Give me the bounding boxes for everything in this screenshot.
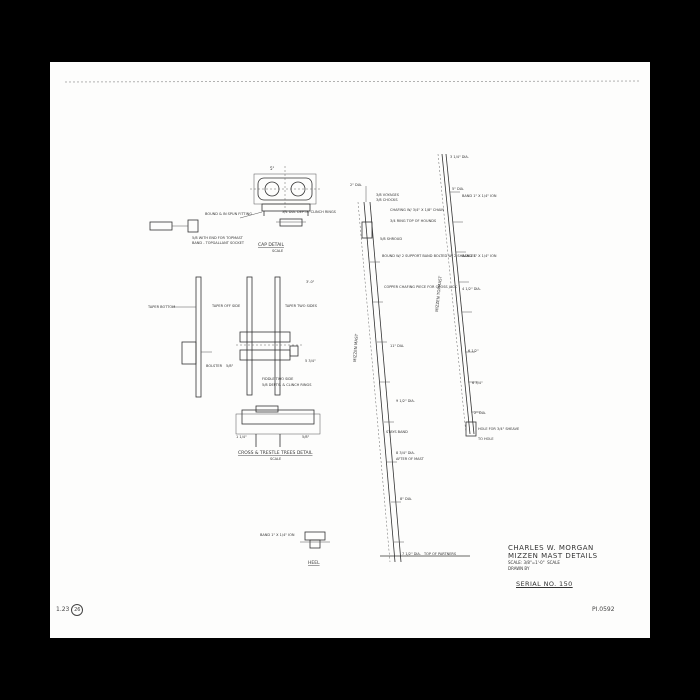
mast-dia-1: 11" DIA. (390, 344, 404, 348)
bolster-dim: 5/8" (226, 364, 234, 368)
sheet-number-text: 1.23 (56, 606, 70, 613)
topmast-hole-note: HOLE FOR 3/4" SHEAVE (478, 427, 519, 431)
title-vessel: CHARLES W. MORGAN (508, 544, 594, 552)
title-drawn: DRAWN BY (508, 566, 530, 571)
partners-note: TOP OF PARTNERS (423, 552, 457, 556)
topmast-dia-5: 2" DIA. (474, 411, 486, 415)
cross-detail-title: CROSS & TRESTLE TREES DETAIL (238, 450, 313, 456)
topmast-dia-2: 4 1/2" DIA. (462, 287, 481, 291)
clinch-note: 5/8 DEPTS. & CLINCH RINGS (262, 383, 312, 387)
mast-dia-2: 9 1/2" DIA. (396, 399, 415, 403)
topmast-dia-3: 6 1/2" (468, 349, 479, 353)
cross-detail-scale: SCALE (270, 457, 281, 461)
topmast-dia-1: 5" DIA. (452, 187, 464, 191)
trestle-dim-1: 3'-0" (306, 280, 315, 284)
topmast-top-dim: 3 1/4" DIA. (450, 155, 469, 159)
cap-detail-scale: SCALE (272, 249, 283, 253)
heel-detail: BAND 1" X 1/4" ION HEEL (260, 531, 330, 566)
topmast-label: MIZZEN TOPMAST (434, 275, 443, 312)
title-scale-right: SCALE (547, 560, 560, 565)
band-note: BOUND W/ 2 SUPPORT BAND BOLTED W/ 2 SHAC… (382, 254, 476, 258)
title-block: CHARLES W. MORGAN MIZZEN MAST DETAILS SC… (508, 544, 648, 588)
sheet-number-circled: 26 (71, 604, 84, 616)
heel-band-note: BAND 1" X 1/4" ION (260, 533, 295, 537)
stays-note: STAYS BAND (386, 430, 408, 434)
mizzen-mast-elevation: 2" DIA. 3/8 VOYAGES 3/8 CHOCKS CHAFING W… (350, 183, 476, 563)
drawing-sheet: 5" 5/8 WITH END FOR TOPMAST BAND - TOPGA… (50, 62, 650, 638)
mast-dia-4: 8" DIA. (400, 497, 412, 501)
cap-screws-note: 3/4 DIA. DEPTS. CLINCH RINGS (282, 210, 337, 214)
taper-off-note: TAPER OFF SIDE (211, 304, 240, 308)
cap-bolt-note: 5/8 WITH END FOR TOPMAST (192, 236, 244, 240)
voyages-note: 3/8 VOYAGES (376, 193, 400, 197)
file-code: PI.0592 (592, 606, 615, 613)
mizzen-topmast-elevation: 3 1/4" DIA. 5" DIA. BAND 1" X 1/4" ION B… (434, 153, 519, 441)
topmast-dia-4: 6 3/4" (472, 381, 483, 385)
cap-bolt-note-2: BAND - TOPGALLANT SOCKET (192, 241, 245, 245)
mast-dia-5: 7 1/2" DIA. (402, 552, 421, 556)
sheet-top-edge (64, 80, 641, 83)
serial-number: SERIAL NO. 150 (516, 580, 573, 588)
bolster-note: BOLSTER (206, 364, 223, 368)
cap-detail-title: CAP DETAIL (258, 242, 284, 248)
topmast-band-2: BAND 1" X 1/4" ION (462, 254, 497, 258)
fidded-note: FIDDLE TWO SIDE (262, 377, 293, 381)
heel-title: HEEL (308, 560, 320, 566)
technical-drawing: 5" 5/8 WITH END FOR TOPMAST BAND - TOPGA… (64, 80, 641, 566)
plan-dim-right: 5/8" (302, 435, 310, 439)
title-scale: SCALE: 3/8"=1'-0" SCALE (508, 560, 648, 566)
chocks-note: 3/8 CHOCKS (376, 198, 398, 202)
title-subject: MIZZEN MAST DETAILS (508, 552, 598, 560)
cap-detail: 5" 5/8 WITH END FOR TOPMAST BAND - TOPGA… (149, 166, 337, 253)
taper-bottom-note: TAPER BOTTOM (147, 305, 175, 309)
mast-top-dim: 2" DIA. (350, 183, 362, 187)
ring-top-note: 3/4 RING TOP OF HOUNDS (390, 219, 437, 223)
topmast-to-hole: TO HOLE (477, 437, 494, 441)
aftermost-note: AFTER OF MAST (396, 457, 425, 461)
chafing-note: CHAFING W/ 3/4" X 1/8" CHAIN (390, 208, 444, 212)
cap-fitting-note: BOUND & IN SPUN FITTING (205, 212, 252, 216)
sheet-number: 1.23 26 (56, 604, 84, 616)
mast-dia-3: 8 3/4" DIA. (396, 451, 415, 455)
cross-trestle-detail: TAPER BOTTOM BOLSTER 5/8" TAPER OFF SIDE… (147, 276, 321, 461)
plan-dim-left: 1 1/4" (236, 435, 247, 439)
title-scale-value: SCALE: 3/8"=1'-0" (508, 560, 545, 565)
cap-dim-top: 5" (270, 166, 275, 171)
trestle-dim-2: 5 3/4" (305, 359, 316, 363)
hounds-note: 5/8 SHROUD (380, 237, 402, 241)
mast-label: MIZZEN MAST (352, 333, 359, 362)
taper-two-note: TAPER TWO SIDES (284, 304, 318, 308)
copper-note: COPPER CHAFING PIECE FOR CROSS JACK (384, 285, 458, 289)
topmast-band-1: BAND 1" X 1/4" ION (462, 194, 497, 198)
